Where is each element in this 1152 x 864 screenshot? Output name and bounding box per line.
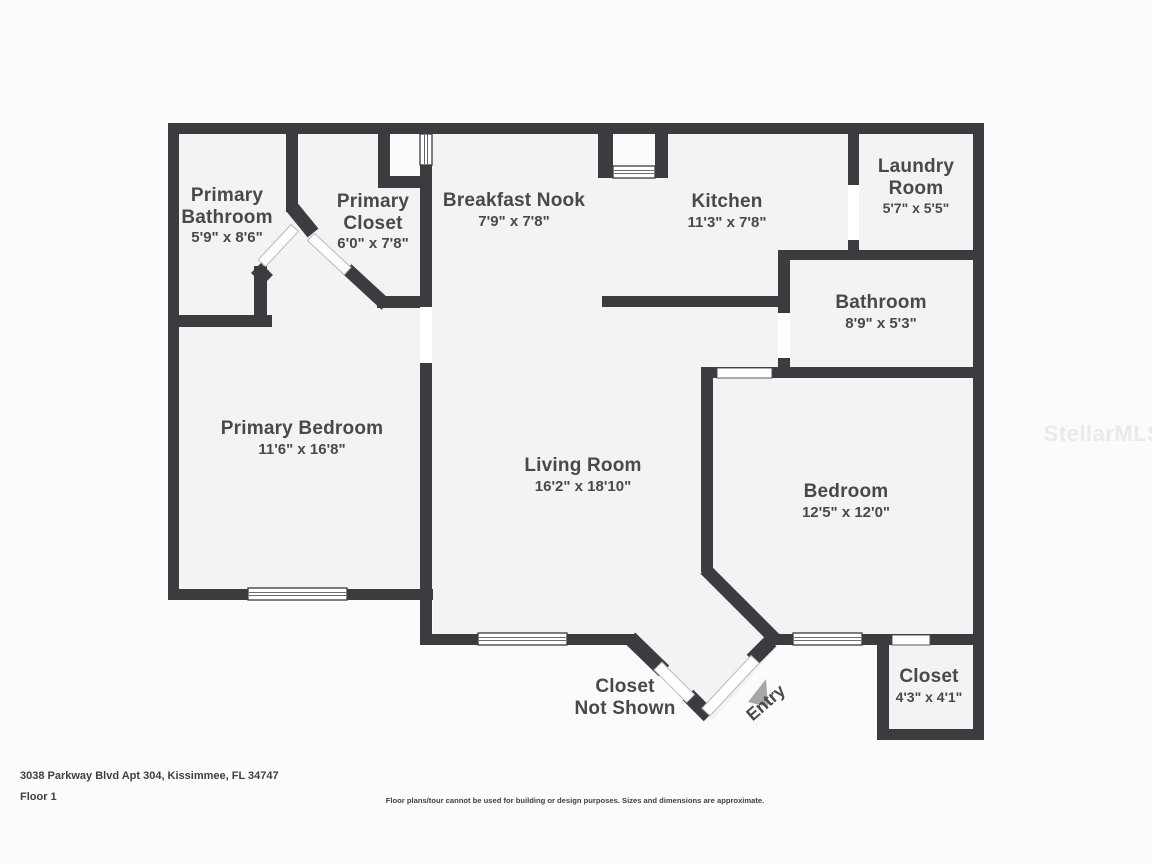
room-name-line: Primary bbox=[190, 185, 264, 206]
door-openings bbox=[257, 185, 931, 717]
room-label-laundry-room: Laundry Room 5'7" x 5'5" bbox=[878, 156, 954, 218]
window-bedroom bbox=[792, 632, 863, 646]
room-label-primary-closet: Primary Closet 6'0" x 7'8" bbox=[337, 191, 409, 254]
room-name-line: Laundry bbox=[877, 156, 955, 177]
door-bedroom bbox=[716, 367, 773, 379]
room-label-living-room: Living Room 16'2" x 18'10" bbox=[524, 455, 641, 497]
room-dims: 16'2" x 18'10" bbox=[534, 477, 632, 495]
windows bbox=[247, 133, 863, 646]
address-text: 3038 Parkway Blvd Apt 304, Kissimmee, FL… bbox=[20, 770, 279, 782]
room-name-line: Kitchen bbox=[691, 191, 763, 212]
utility-niche bbox=[390, 134, 420, 176]
closet-not-shown-note: Closet Not Shown bbox=[574, 676, 675, 719]
wall-right bbox=[973, 123, 984, 740]
window-living-room bbox=[477, 632, 568, 646]
door-bathroom bbox=[778, 313, 790, 358]
wall-closet-bottom bbox=[877, 729, 984, 740]
wall-primary-closet-bottom bbox=[377, 296, 431, 308]
room-label-breakfast-nook: Breakfast Nook 7'9" x 7'8" bbox=[443, 190, 585, 232]
wall-primary-bathroom-bottom bbox=[168, 315, 272, 327]
wall-main-divider bbox=[420, 164, 432, 645]
room-dims: 6'0" x 7'8" bbox=[337, 235, 409, 252]
window-kitchen-niche bbox=[612, 165, 656, 179]
wall-left bbox=[168, 123, 179, 600]
room-label-primary-bathroom: Primary Bathroom 5'9" x 8'6" bbox=[181, 185, 272, 248]
room-name-line: Closet bbox=[343, 212, 403, 234]
room-label-closet: Closet 4'3" x 4'1" bbox=[896, 666, 963, 707]
room-dims: 7'9" x 7'8" bbox=[478, 212, 550, 230]
room-name-line: Bathroom bbox=[181, 206, 273, 228]
door-entry-closet-diagonal bbox=[653, 661, 696, 704]
room-label-bathroom: Bathroom 8'9" x 5'3" bbox=[835, 292, 926, 334]
window-utility-niche bbox=[419, 133, 433, 166]
kitchen-window-niche bbox=[613, 134, 655, 167]
room-dims: 12'5" x 12'0" bbox=[801, 503, 891, 521]
wall-entry-bottom-corner bbox=[682, 689, 715, 722]
entry-arrow-icon bbox=[748, 679, 768, 707]
wall-primary-bathroom-right bbox=[286, 123, 298, 212]
door-primary-suite bbox=[420, 307, 432, 363]
room-dims: 11'6" x 16'8" bbox=[258, 440, 346, 458]
wall-vestibule-corner-left bbox=[251, 263, 273, 285]
wall-top bbox=[168, 123, 984, 134]
room-dims: 5'7" x 5'5" bbox=[882, 200, 950, 216]
room-name-line: Closet bbox=[899, 666, 959, 687]
wall-closet-left bbox=[877, 645, 889, 740]
room-dims: 11'3" x 7'8" bbox=[687, 213, 767, 231]
room-label-bedroom: Bedroom 12'5" x 12'0" bbox=[802, 481, 890, 523]
wall-bedroom-top bbox=[701, 367, 984, 378]
wall-kitchen-niche-right bbox=[655, 134, 668, 178]
wall-entry-top-corner bbox=[746, 635, 777, 666]
door-primary-closet-diagonal bbox=[306, 232, 352, 276]
wall-bedroom-diagonal bbox=[700, 564, 783, 647]
room-dims: 5'9" x 8'6" bbox=[191, 229, 263, 246]
wall-kitchen-niche-left bbox=[598, 134, 613, 178]
wall-bathroom-top bbox=[778, 250, 984, 260]
door-entry-diagonal bbox=[701, 654, 760, 717]
note-line: Not Shown bbox=[574, 697, 676, 719]
door-primary-bathroom-diagonal bbox=[257, 223, 300, 268]
room-name-line: Primary bbox=[336, 191, 410, 212]
wall-bedroom-left bbox=[701, 367, 713, 572]
wall-primary-closet-diagonal bbox=[342, 264, 391, 310]
door-closet bbox=[891, 634, 931, 646]
diagonal-walls bbox=[251, 201, 783, 722]
stellar-mls-watermark: StellarMLS bbox=[1043, 421, 1152, 446]
room-label-primary-bedroom: Primary Bedroom 11'6" x 16'8" bbox=[221, 418, 383, 460]
note-line: Closet bbox=[595, 676, 655, 697]
room-name-line: Primary Bedroom bbox=[220, 418, 384, 439]
wall-vestibule-corner bbox=[285, 201, 319, 238]
floor-number-text: Floor 1 bbox=[20, 791, 57, 803]
room-label-kitchen: Kitchen 11'3" x 7'8" bbox=[688, 191, 767, 233]
room-name-line: Room bbox=[888, 177, 944, 199]
window-primary-bedroom bbox=[247, 587, 348, 601]
wall-kitchen-south bbox=[602, 296, 790, 307]
room-name-line: Bedroom bbox=[803, 481, 889, 502]
room-dims: 8'9" x 5'3" bbox=[845, 314, 917, 332]
wall-bedroom-bottom bbox=[770, 634, 984, 645]
room-name-line: Breakfast Nook bbox=[442, 190, 586, 211]
room-dims: 4'3" x 4'1" bbox=[895, 688, 963, 705]
wall-niche-stub bbox=[378, 133, 390, 188]
room-name-line: Living Room bbox=[524, 455, 642, 476]
door-laundry bbox=[848, 185, 859, 240]
disclaimer-text: Floor plans/tour cannot be used for buil… bbox=[385, 796, 765, 805]
room-name-line: Bathroom bbox=[835, 292, 927, 313]
wall-niche-bottom bbox=[378, 176, 431, 188]
